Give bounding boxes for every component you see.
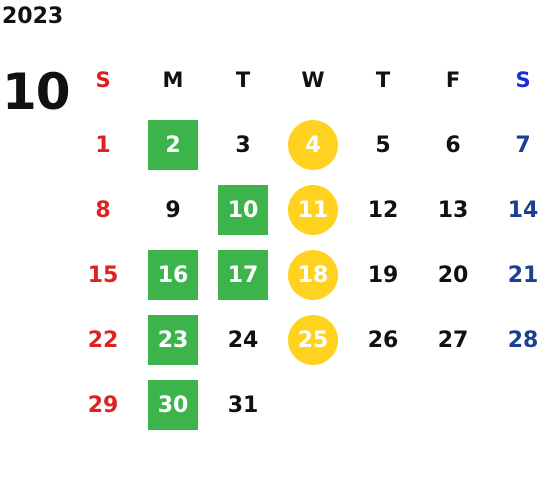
day-number: 20: [437, 262, 469, 288]
day-cell[interactable]: 11: [278, 178, 348, 243]
day-cell[interactable]: 19: [348, 243, 418, 308]
day-number: 13: [437, 197, 469, 223]
weekday-friday: F: [418, 48, 488, 113]
day-cell[interactable]: 17: [208, 243, 278, 308]
calendar-year: 2023: [2, 4, 64, 29]
day-number: 31: [227, 392, 259, 418]
day-cell[interactable]: 5: [348, 113, 418, 178]
day-cell[interactable]: 14: [488, 178, 548, 243]
day-number: 26: [367, 327, 399, 353]
day-cell[interactable]: 3: [208, 113, 278, 178]
weekday-header-row: S M T W T F S: [68, 48, 548, 113]
day-number: 11: [288, 185, 338, 235]
day-number: 1: [95, 132, 111, 158]
day-number: 23: [148, 315, 198, 365]
calendar-grid: S M T W T F S 1 2 3 4 5 6 7 8 9 10 11 12…: [68, 48, 548, 438]
day-cell[interactable]: 16: [138, 243, 208, 308]
calendar-month: 10: [2, 63, 71, 121]
day-number: 18: [288, 250, 338, 300]
week-row-1: 1 2 3 4 5 6 7: [68, 113, 548, 178]
weekday-monday: M: [138, 48, 208, 113]
day-number: 6: [445, 132, 461, 158]
day-number: 7: [515, 132, 531, 158]
day-cell[interactable]: 8: [68, 178, 138, 243]
day-number: 29: [87, 392, 119, 418]
day-cell[interactable]: 27: [418, 308, 488, 373]
day-cell[interactable]: 21: [488, 243, 548, 308]
day-number: 24: [227, 327, 259, 353]
day-cell[interactable]: 24: [208, 308, 278, 373]
day-number: 28: [507, 327, 539, 353]
day-number: 22: [87, 327, 119, 353]
weekday-tuesday: T: [208, 48, 278, 113]
day-number: 2: [148, 120, 198, 170]
day-cell[interactable]: 31: [208, 373, 278, 438]
day-number: 16: [148, 250, 198, 300]
weekday-sunday: S: [68, 48, 138, 113]
week-row-5: 29 30 31: [68, 373, 548, 438]
day-cell[interactable]: 10: [208, 178, 278, 243]
day-number: 4: [288, 120, 338, 170]
day-cell[interactable]: 23: [138, 308, 208, 373]
weekday-label: S: [515, 68, 531, 92]
week-row-4: 22 23 24 25 26 27 28: [68, 308, 548, 373]
day-number: 5: [375, 132, 391, 158]
day-cell[interactable]: 7: [488, 113, 548, 178]
day-cell[interactable]: 26: [348, 308, 418, 373]
weekday-wednesday: W: [278, 48, 348, 113]
day-number: 27: [437, 327, 469, 353]
day-cell[interactable]: 4: [278, 113, 348, 178]
day-cell[interactable]: 28: [488, 308, 548, 373]
day-cell[interactable]: 25: [278, 308, 348, 373]
weekday-label: S: [95, 68, 111, 92]
day-number: 9: [165, 197, 181, 223]
day-number: 15: [87, 262, 119, 288]
day-number: 30: [148, 380, 198, 430]
day-number: 19: [367, 262, 399, 288]
day-number: 8: [95, 197, 111, 223]
weekday-label: F: [445, 68, 461, 92]
week-row-3: 15 16 17 18 19 20 21: [68, 243, 548, 308]
day-cell[interactable]: 1: [68, 113, 138, 178]
day-cell[interactable]: 2: [138, 113, 208, 178]
day-number: 25: [288, 315, 338, 365]
day-number: 21: [507, 262, 539, 288]
weekday-label: W: [301, 68, 325, 92]
day-number: 12: [367, 197, 399, 223]
weekday-label: M: [162, 68, 184, 92]
weekday-thursday: T: [348, 48, 418, 113]
day-number: 3: [235, 132, 251, 158]
day-number: 10: [218, 185, 268, 235]
weekday-label: T: [235, 68, 251, 92]
day-cell[interactable]: 12: [348, 178, 418, 243]
day-cell[interactable]: 22: [68, 308, 138, 373]
day-cell[interactable]: 29: [68, 373, 138, 438]
week-row-2: 8 9 10 11 12 13 14: [68, 178, 548, 243]
day-cell[interactable]: 13: [418, 178, 488, 243]
day-cell[interactable]: 30: [138, 373, 208, 438]
day-number: 17: [218, 250, 268, 300]
weekday-saturday: S: [488, 48, 548, 113]
day-cell[interactable]: 15: [68, 243, 138, 308]
day-cell[interactable]: 9: [138, 178, 208, 243]
day-cell[interactable]: 18: [278, 243, 348, 308]
day-number: 14: [507, 197, 539, 223]
weekday-label: T: [375, 68, 391, 92]
day-cell[interactable]: 6: [418, 113, 488, 178]
day-cell[interactable]: 20: [418, 243, 488, 308]
